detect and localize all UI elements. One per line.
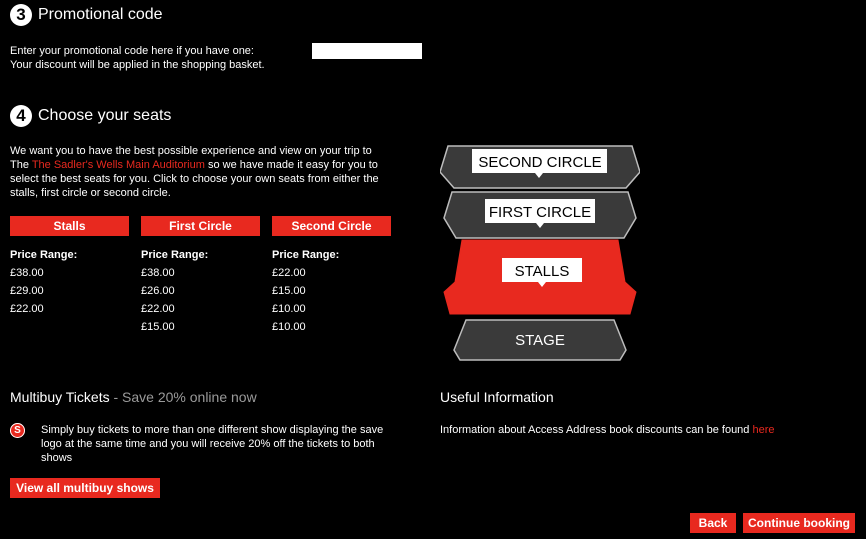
step-4-badge: 4 bbox=[10, 105, 32, 127]
stage-block: STAGE bbox=[453, 319, 627, 361]
price-range-label: Price Range: bbox=[10, 249, 78, 261]
price-item: £29.00 bbox=[10, 285, 44, 297]
price-item: £38.00 bbox=[10, 267, 44, 279]
seats-desc-line2-pre: The bbox=[10, 159, 32, 171]
multibuy-description: Simply buy tickets to more than one diff… bbox=[41, 423, 383, 465]
multibuy-text-line1: Simply buy tickets to more than one diff… bbox=[41, 424, 384, 436]
price-range-label: Price Range: bbox=[141, 249, 209, 261]
second-circle-button[interactable]: Second Circle bbox=[272, 216, 391, 236]
promo-code-input[interactable] bbox=[312, 43, 422, 59]
multibuy-title-suffix: - Save 20% online now bbox=[109, 389, 257, 405]
multibuy-text-line3: shows bbox=[41, 452, 73, 464]
save-logo-icon: S bbox=[10, 423, 25, 438]
price-item: £22.00 bbox=[272, 267, 306, 279]
seats-desc-line1: We want you to have the best possible ex… bbox=[10, 145, 372, 157]
stalls-label: STALLS bbox=[515, 263, 570, 280]
useful-info-text: Information about Access Address book di… bbox=[440, 423, 775, 437]
price-item: £22.00 bbox=[10, 303, 44, 315]
seats-desc-line2: The The Sadler's Wells Main Auditorium s… bbox=[10, 158, 410, 172]
continue-booking-button[interactable]: Continue booking bbox=[743, 513, 855, 533]
venue-link[interactable]: The Sadler's Wells Main Auditorium bbox=[31, 159, 205, 171]
useful-info-title: Useful Information bbox=[440, 389, 554, 405]
stage-label: STAGE bbox=[515, 332, 565, 349]
price-item: £22.00 bbox=[141, 303, 175, 315]
seats-description: We want you to have the best possible ex… bbox=[10, 144, 410, 200]
second-circle-label: SECOND CIRCLE bbox=[478, 154, 601, 171]
price-item: £38.00 bbox=[141, 267, 175, 279]
first-circle-button[interactable]: First Circle bbox=[141, 216, 260, 236]
second-circle-tier[interactable]: SECOND CIRCLE bbox=[440, 145, 640, 189]
price-item: £15.00 bbox=[272, 285, 306, 297]
first-circle-tier[interactable]: FIRST CIRCLE bbox=[443, 191, 637, 239]
price-item: £10.00 bbox=[272, 321, 306, 333]
step-3-badge: 3 bbox=[10, 4, 32, 26]
view-multibuy-button[interactable]: View all multibuy shows bbox=[10, 478, 160, 498]
price-item: £10.00 bbox=[272, 303, 306, 315]
here-link[interactable]: here bbox=[752, 424, 775, 436]
useful-info-text-body: Information about Access Address book di… bbox=[440, 424, 753, 436]
promo-text-line2: Your discount will be applied in the sho… bbox=[10, 59, 265, 71]
price-item: £15.00 bbox=[141, 321, 175, 333]
seats-desc-line3: select the best seats for you. Click to … bbox=[10, 173, 379, 185]
multibuy-title: Multibuy Tickets - Save 20% online now bbox=[10, 389, 257, 405]
price-range-label: Price Range: bbox=[272, 249, 340, 261]
multibuy-text-line2: logo at the same time and you will recei… bbox=[41, 438, 375, 450]
promo-description: Enter your promotional code here if you … bbox=[10, 44, 265, 72]
seat-map: SECOND CIRCLE FIRST CIRCLE STALLS STAGE bbox=[440, 145, 640, 361]
promo-text-line1: Enter your promotional code here if you … bbox=[10, 45, 254, 57]
stalls-prices: Price Range: £38.00 £29.00 £22.00 bbox=[10, 246, 77, 318]
second-circle-prices: Price Range: £22.00 £15.00 £10.00 £10.00 bbox=[272, 246, 339, 336]
seats-title: Choose your seats bbox=[38, 107, 172, 124]
seats-step-header: 4 Choose your seats bbox=[10, 105, 171, 127]
multibuy-title-main: Multibuy Tickets bbox=[10, 389, 110, 405]
promo-step-header: 3 Promotional code bbox=[10, 4, 163, 26]
seats-desc-line2-post: so we have made it easy for you to bbox=[204, 159, 378, 171]
first-circle-label: FIRST CIRCLE bbox=[489, 204, 591, 221]
seats-desc-line4: stalls, first circle or second circle. bbox=[10, 187, 171, 199]
back-button[interactable]: Back bbox=[690, 513, 736, 533]
price-item: £26.00 bbox=[141, 285, 175, 297]
promo-title: Promotional code bbox=[38, 6, 163, 23]
stalls-button[interactable]: Stalls bbox=[10, 216, 129, 236]
stalls-tier[interactable]: STALLS bbox=[443, 239, 637, 315]
first-circle-prices: Price Range: £38.00 £26.00 £22.00 £15.00 bbox=[141, 246, 208, 336]
